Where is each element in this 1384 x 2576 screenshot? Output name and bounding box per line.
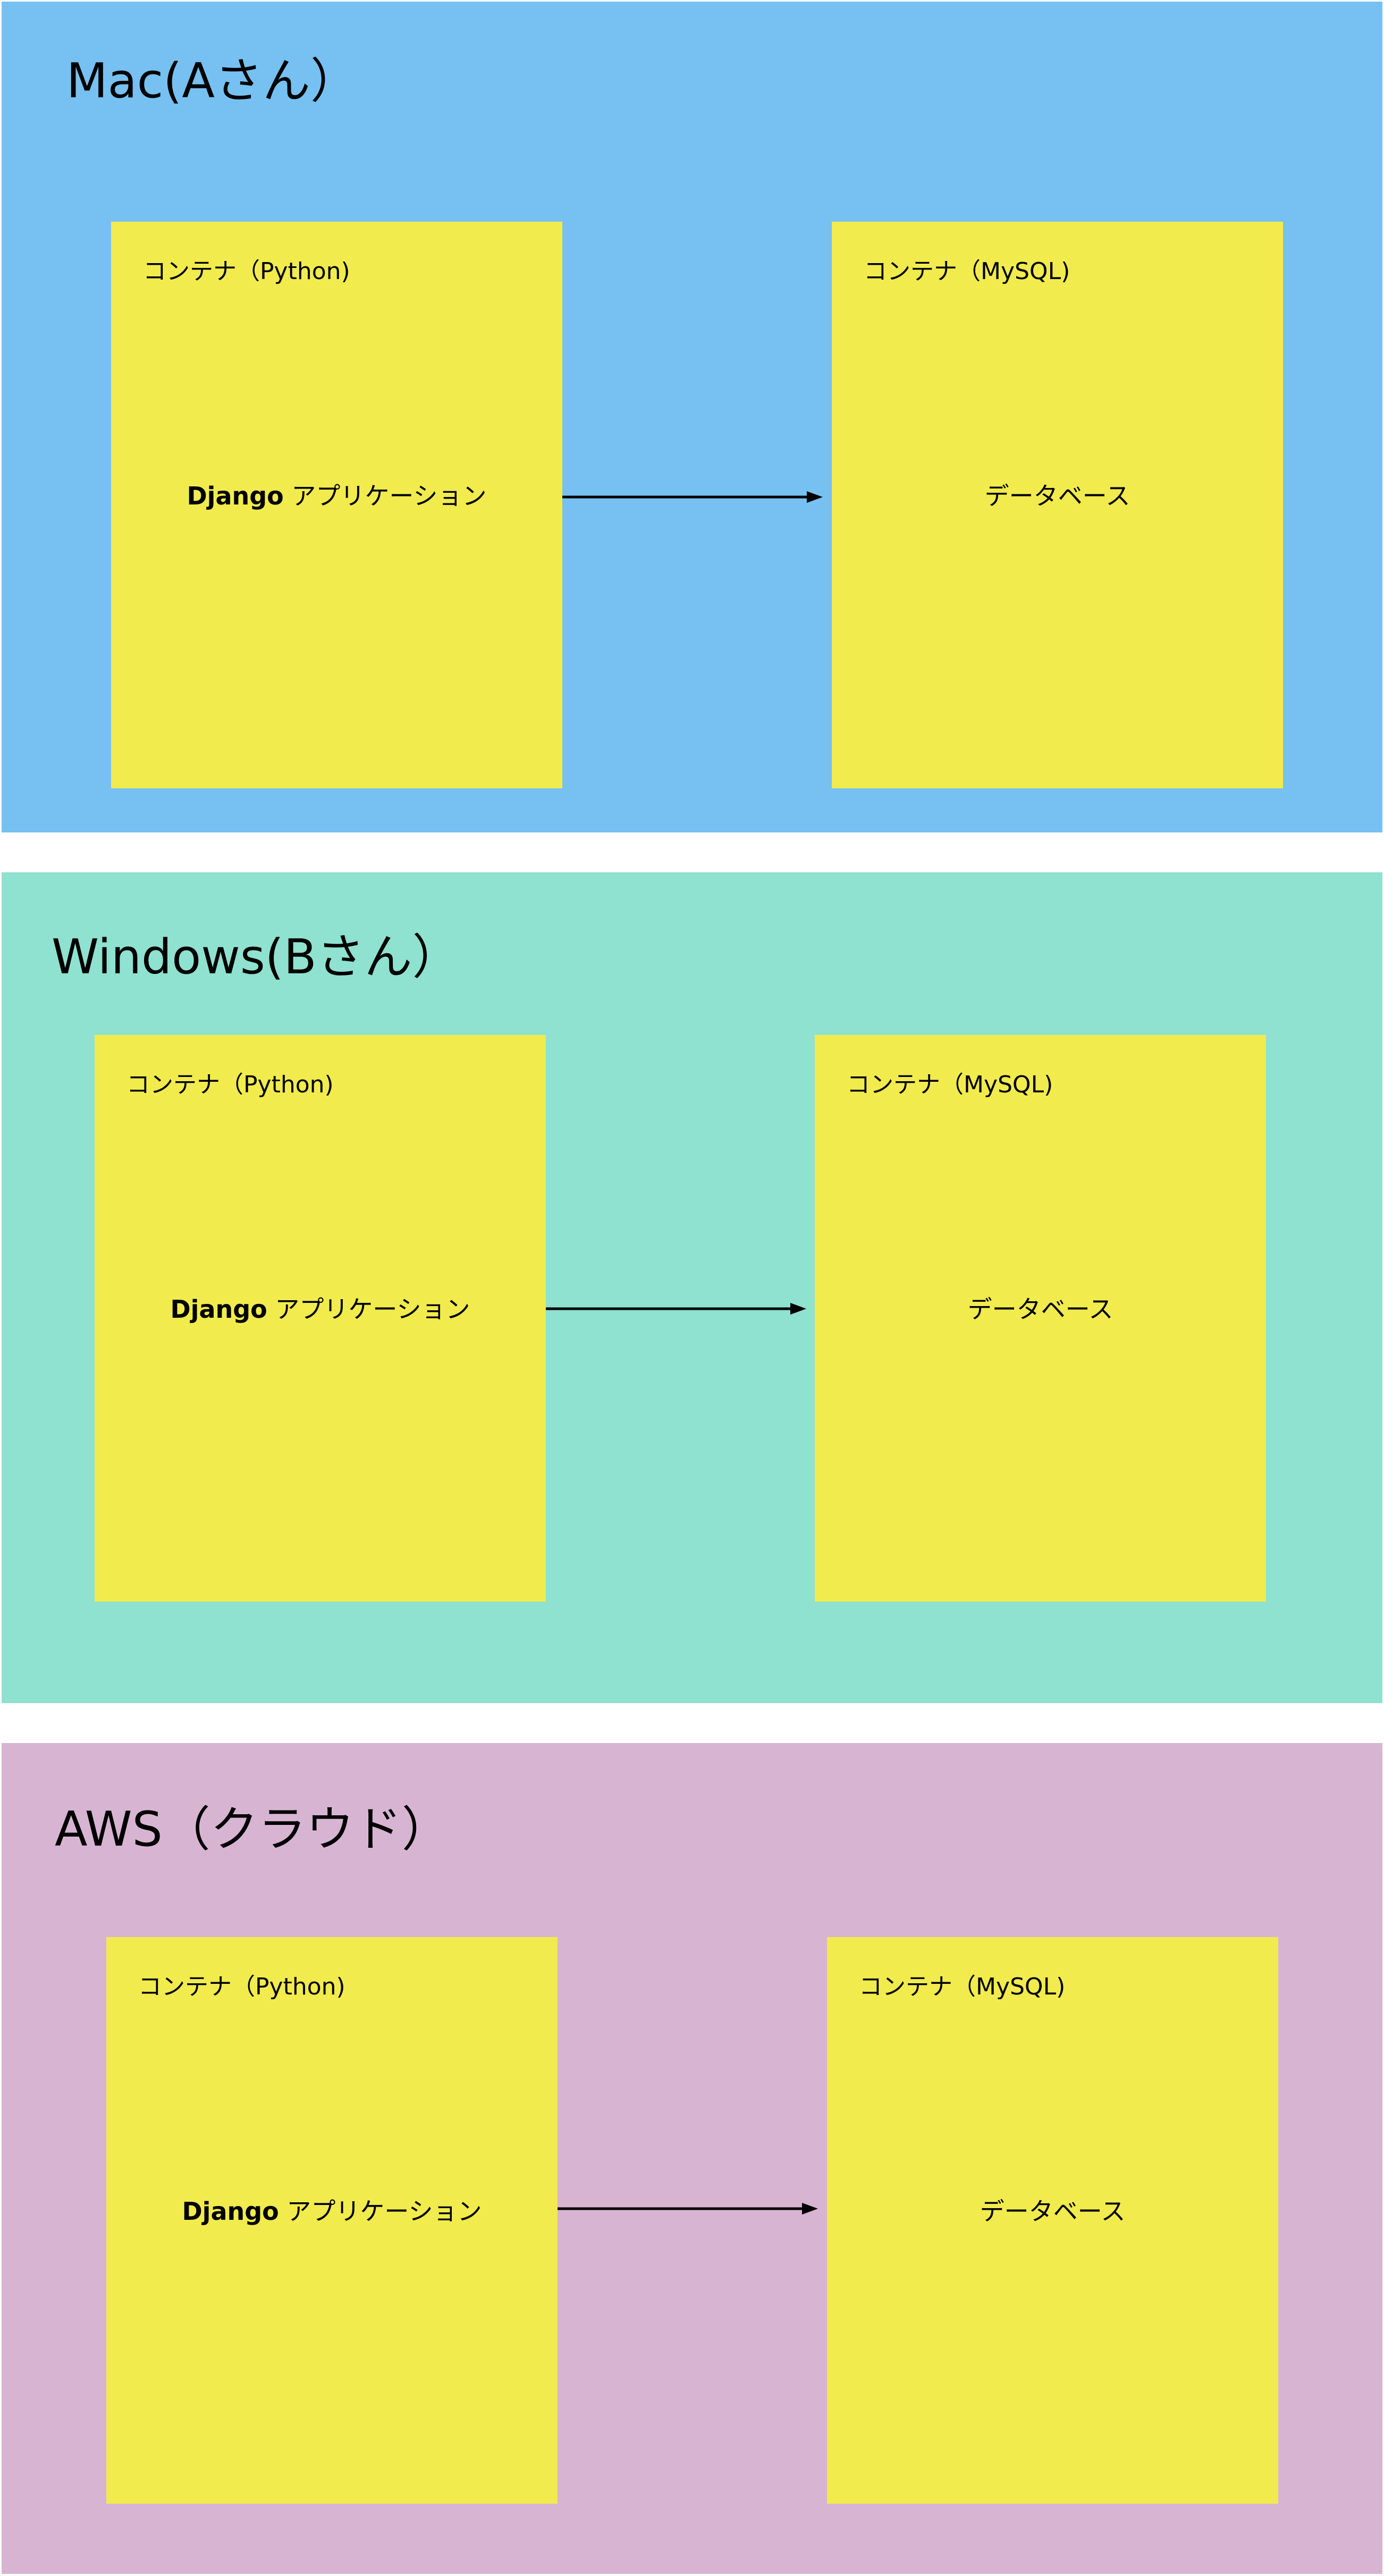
content-text: アプリケーション xyxy=(283,482,487,510)
container-content: Django アプリケーション xyxy=(111,484,562,508)
connection-arrow xyxy=(562,491,823,503)
environment-title: Windows(Bさん） xyxy=(52,929,460,985)
environment-panel-aws: AWS（クラウド） コンテナ（Python) Django アプリケーション コ… xyxy=(2,1743,1382,2574)
container-content: Django アプリケーション xyxy=(95,1297,546,1321)
mysql-container: コンテナ（MySQL) データベース xyxy=(832,222,1283,788)
python-container: コンテナ（Python) Django アプリケーション xyxy=(111,222,562,788)
container-label: コンテナ（Python) xyxy=(143,258,350,285)
mysql-container: コンテナ（MySQL) データベース xyxy=(827,1937,1278,2504)
container-label: コンテナ（Python) xyxy=(126,1071,334,1098)
environment-panel-windows: Windows(Bさん） コンテナ（Python) Django アプリケーショ… xyxy=(2,872,1382,1703)
environment-title: Mac(Aさん） xyxy=(66,53,358,109)
container-label: コンテナ（MySQL) xyxy=(859,1973,1066,2000)
container-label: コンテナ（MySQL) xyxy=(847,1071,1053,1098)
content-text: アプリケーション xyxy=(267,1295,470,1324)
content-text: データベース xyxy=(967,1295,1113,1324)
connection-arrow xyxy=(546,1303,806,1315)
python-container: コンテナ（Python) Django アプリケーション xyxy=(106,1937,558,2504)
environment-panel-mac: Mac(Aさん） コンテナ（Python) Django アプリケーション コン… xyxy=(2,2,1382,832)
content-text: データベース xyxy=(980,2197,1126,2226)
container-content: データベース xyxy=(815,1297,1266,1321)
mysql-container: コンテナ（MySQL) データベース xyxy=(815,1035,1266,1602)
content-text: アプリケーション xyxy=(279,2197,482,2226)
container-content: データベース xyxy=(832,484,1283,508)
python-container: コンテナ（Python) Django アプリケーション xyxy=(95,1035,546,1602)
connection-arrow xyxy=(558,2203,818,2215)
content-text: データベース xyxy=(984,482,1130,510)
framework-name: Django xyxy=(187,482,284,510)
container-content: データベース xyxy=(827,2199,1278,2224)
environment-title: AWS（クラウド） xyxy=(55,1801,450,1857)
framework-name: Django xyxy=(170,1295,267,1324)
container-label: コンテナ（MySQL) xyxy=(864,258,1070,285)
container-content: Django アプリケーション xyxy=(106,2199,558,2224)
framework-name: Django xyxy=(182,2197,279,2226)
container-label: コンテナ（Python) xyxy=(138,1973,345,2000)
